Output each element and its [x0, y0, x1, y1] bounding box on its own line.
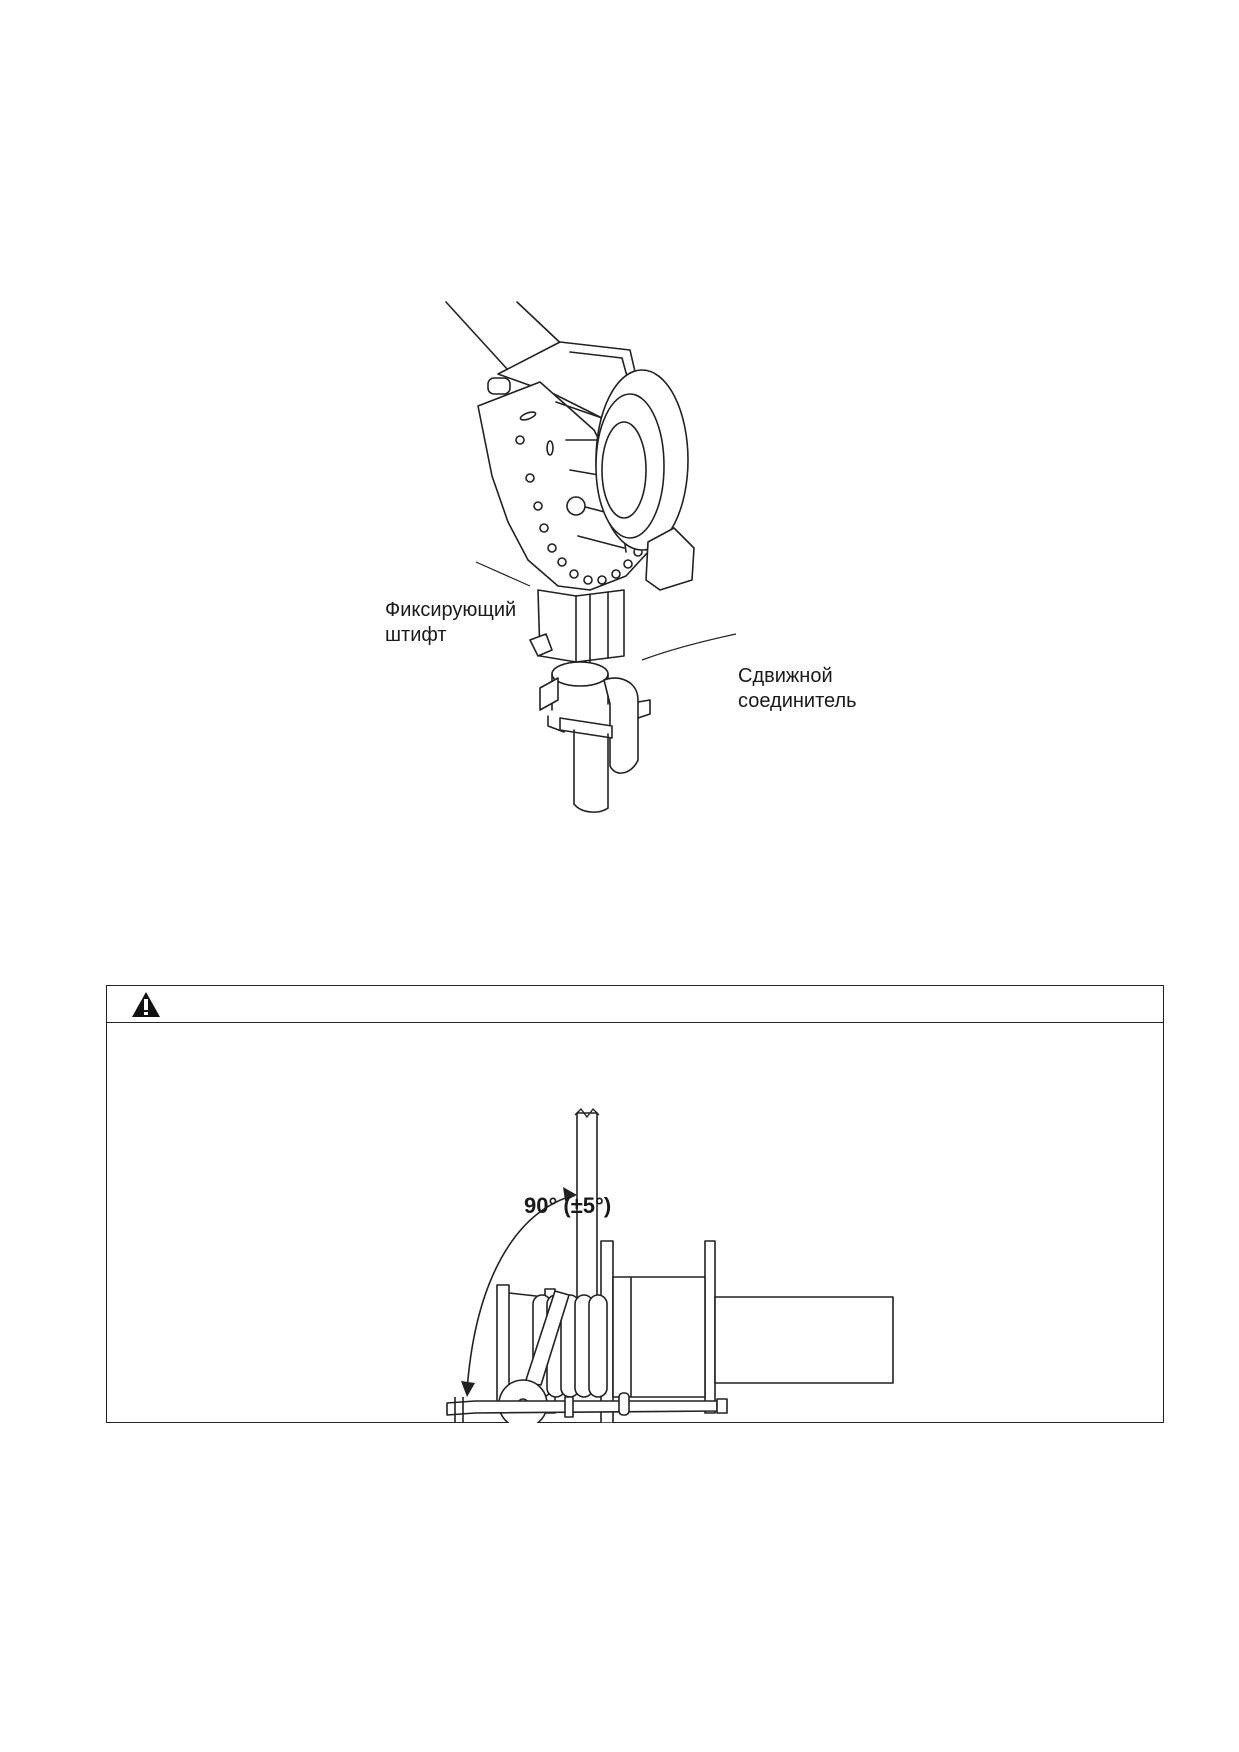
spring-angle-figure: [375, 1101, 1015, 1429]
side-plate: [477, 381, 649, 591]
rear-flange: [704, 1240, 716, 1414]
angle-arc: [466, 1194, 576, 1392]
drum-body: [612, 1276, 706, 1398]
slide-coupler-label-line1: Сдвижной: [738, 665, 833, 687]
boom-line-left: [445, 301, 509, 371]
spring-angle-drawing: [446, 1108, 894, 1429]
warning-box: 90° (±5°): [106, 985, 1164, 1429]
locking-pin-label-line1: Фиксирующий: [385, 599, 517, 621]
warning-triangle-icon: [131, 991, 161, 1019]
locking-pin-label-line2: штифт: [385, 624, 447, 646]
arc-arrow-bottom: [461, 1381, 475, 1397]
pulley-assembly-figure: [380, 290, 920, 820]
coupler-sleeve: [603, 677, 639, 774]
locking-pin: [529, 633, 553, 657]
pulley-assembly-drawing: [445, 301, 737, 813]
angle-label: 90° (±5°): [524, 1193, 612, 1218]
top-pin-head: [487, 377, 511, 395]
slide-coupler-label-line2: соединитель: [738, 690, 857, 712]
arc-arrow-top: [563, 1187, 577, 1201]
coupler-top-ring: [551, 661, 609, 687]
shaft: [714, 1296, 894, 1384]
slide-coupler-leader: [641, 633, 737, 661]
axle-nut: [566, 496, 586, 516]
warning-header: [107, 986, 1163, 1023]
locking-pin-leader: [475, 561, 531, 587]
base-bar: [446, 1400, 718, 1416]
